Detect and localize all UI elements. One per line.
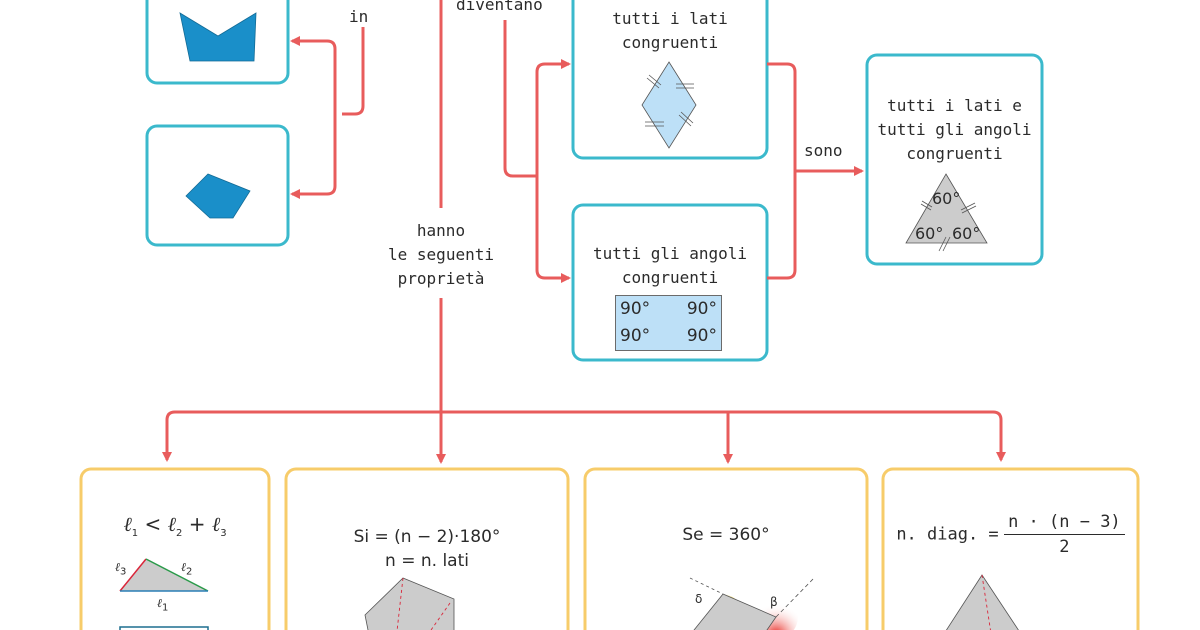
regolari-box <box>865 53 1044 266</box>
angle-delta-label: δ <box>695 592 703 606</box>
regolari-line-3: congruenti <box>906 144 1003 163</box>
lati-congruenti-box <box>571 0 769 160</box>
label-hanno-line-2: le seguenti <box>388 245 494 264</box>
rhombus-shape <box>641 61 697 149</box>
label-hanno: hanno le seguenti proprietà <box>381 219 501 291</box>
concave-polygon-shape <box>179 12 257 62</box>
rectangle-shape: 90° 90° 90° 90° <box>615 295 722 351</box>
label-l1: ℓ1 <box>157 596 169 614</box>
in-connector <box>290 27 365 199</box>
interior-line-2: n = n. lati <box>385 551 469 571</box>
angoli-line-2: congruenti <box>621 268 719 287</box>
diagonals-formula: n. diag. = n · (n − 3) 2 <box>883 512 1138 557</box>
label-sono: sono <box>804 141 843 160</box>
property-box-1 <box>79 467 271 630</box>
angle-90-2: 90° <box>686 299 717 319</box>
label-hanno-line-1: hanno <box>416 221 466 240</box>
regolari-text: tutti i lati e tutti gli angoli congruen… <box>867 94 1042 166</box>
properties-branch <box>162 410 1006 464</box>
exterior-angles-figure <box>689 576 816 630</box>
diagonals-fraction: n · (n − 3) 2 <box>1004 512 1125 557</box>
convex-polygon-box <box>145 124 290 247</box>
label-diventano: diventano <box>456 0 543 14</box>
angle-60-right: 60° <box>952 224 981 243</box>
angle-90-4: 90° <box>686 326 717 346</box>
interior-angles-formula: Si = (n − 2)·180° n = n. lati <box>286 525 568 573</box>
property-box-4 <box>881 467 1140 630</box>
label-in: in <box>349 7 369 26</box>
lati-line-1: tutti i lati <box>612 9 728 28</box>
property-box-3 <box>583 467 869 630</box>
label-l3: ℓ3 <box>115 560 127 578</box>
angle-90-3: 90° <box>620 326 651 346</box>
regolari-line-2: tutti gli angoli <box>877 120 1032 139</box>
convex-pentagon-shape <box>185 173 251 219</box>
angoli-congruenti-text: tutti gli angoli congruenti <box>573 242 767 290</box>
lati-congruenti-text: tutti i lati congruenti <box>573 7 767 55</box>
equilateral-triangle-shape <box>905 173 988 244</box>
diagonals-figure <box>945 574 1019 630</box>
angoli-line-1: tutti gli angoli <box>592 244 748 263</box>
property-box-2 <box>284 467 570 630</box>
interior-line-1: Si = (n − 2)·180° <box>353 527 501 547</box>
angle-60-top: 60° <box>932 189 961 208</box>
regolari-line-1: tutti i lati e <box>887 96 1022 115</box>
label-hanno-line-3: proprietà <box>397 269 485 288</box>
interior-angles-pentagon <box>364 577 455 630</box>
exterior-angles-formula: Se = 360° <box>682 525 770 545</box>
sono-connector <box>767 62 864 280</box>
triangle-inequality-formula: ℓ1 < ℓ2 + ℓ3 <box>123 512 227 539</box>
angle-beta-label: β <box>770 595 778 609</box>
label-l2: ℓ2 <box>181 560 193 578</box>
angle-90-1: 90° <box>620 299 651 319</box>
angle-60-left: 60° <box>915 224 944 243</box>
lati-line-2: congruenti <box>621 33 719 52</box>
concave-polygon-box <box>145 0 290 85</box>
diventano-connector <box>503 20 571 283</box>
